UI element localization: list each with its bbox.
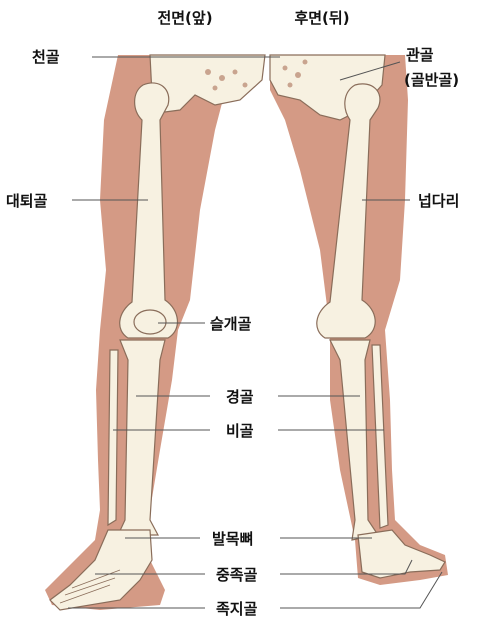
label-hip: 관골 (406, 46, 434, 64)
back-leg (270, 55, 448, 585)
header-back-label: 후면(뒤) (294, 9, 349, 27)
front-fibula (108, 350, 118, 525)
label-phalanges: 족지골 (216, 600, 258, 618)
label-sacrum: 천골 (32, 48, 60, 66)
front-patella (134, 310, 166, 334)
label-tarsals: 발목뼈 (212, 530, 253, 548)
label-metatarsals: 중족골 (216, 566, 258, 584)
header-front-label: 전면(앞) (157, 9, 212, 27)
label-patella: 슬개골 (210, 315, 252, 333)
label-thigh: 넙다리 (418, 192, 459, 210)
label-femur: 대퇴골 (6, 192, 48, 210)
label-fibula: 비골 (226, 422, 254, 440)
label-tibia: 경골 (226, 388, 254, 406)
label-hip-sub: (골반골) (404, 71, 459, 89)
